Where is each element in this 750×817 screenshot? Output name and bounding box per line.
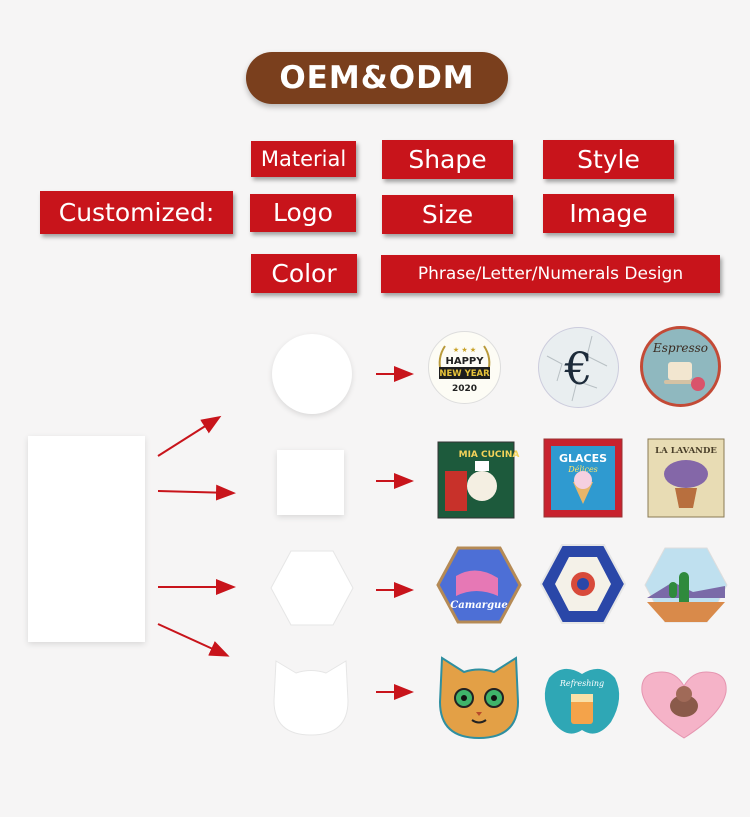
- tag-style: Style: [543, 140, 674, 179]
- tag-color: Color: [251, 254, 357, 293]
- cucina-title: MIA CUCINA: [459, 450, 520, 460]
- happy-line1: HAPPY: [445, 356, 484, 367]
- product-camargue-hexagon: Camargue: [436, 546, 522, 624]
- euro-symbol: €: [564, 344, 593, 395]
- glaces-title: GLACES: [559, 452, 607, 465]
- product-heart: [641, 671, 727, 739]
- camargue-title: Camargue: [450, 600, 507, 611]
- glaces-subtitle: Délices: [567, 465, 598, 474]
- tag-logo: Logo: [250, 194, 356, 232]
- tag-design: Phrase/Letter/Numerals Design: [381, 255, 720, 293]
- arrow-to-square: [157, 484, 236, 501]
- product-espresso-coaster: Espresso: [640, 326, 721, 407]
- product-refreshing-apple: Refreshing: [544, 668, 620, 734]
- tag-size: Size: [382, 195, 513, 234]
- espresso-title: Espresso: [652, 341, 708, 355]
- tag-shape: Shape: [382, 140, 513, 179]
- tag-material: Material: [251, 141, 356, 177]
- product-euro-coaster: €: [538, 327, 619, 408]
- arrow-to-round: [157, 415, 222, 457]
- product-cat-face: [438, 656, 520, 740]
- blank-cat: [273, 660, 349, 736]
- happy-line2: NEW YEAR: [439, 369, 490, 379]
- product-cactus-hexagon: [644, 547, 728, 623]
- product-la-lavande: LA LAVANDE: [647, 438, 725, 518]
- product-happy-new-year: ★ ★ ★ HAPPY NEW YEAR 2020: [428, 331, 501, 404]
- lavande-title: LA LAVANDE: [655, 446, 717, 456]
- tag-image: Image: [543, 194, 674, 233]
- customized-label: Customized:: [40, 191, 233, 234]
- blank-hexagon: [270, 550, 354, 626]
- product-mia-cucina: MIA CUCINA: [437, 441, 519, 519]
- blank-tile: [28, 436, 145, 642]
- happy-line3: 2020: [452, 384, 477, 394]
- product-tile-hexagon: [539, 544, 627, 624]
- blank-square: [277, 450, 344, 515]
- refresh-title: Refreshing: [559, 679, 604, 688]
- arrow-to-cat: [157, 623, 230, 657]
- product-glaces: GLACES Délices: [543, 438, 623, 518]
- oem-odm-banner: OEM&ODM: [246, 52, 508, 104]
- svg-text:★ ★ ★: ★ ★ ★: [453, 346, 476, 354]
- blank-round: [272, 334, 352, 414]
